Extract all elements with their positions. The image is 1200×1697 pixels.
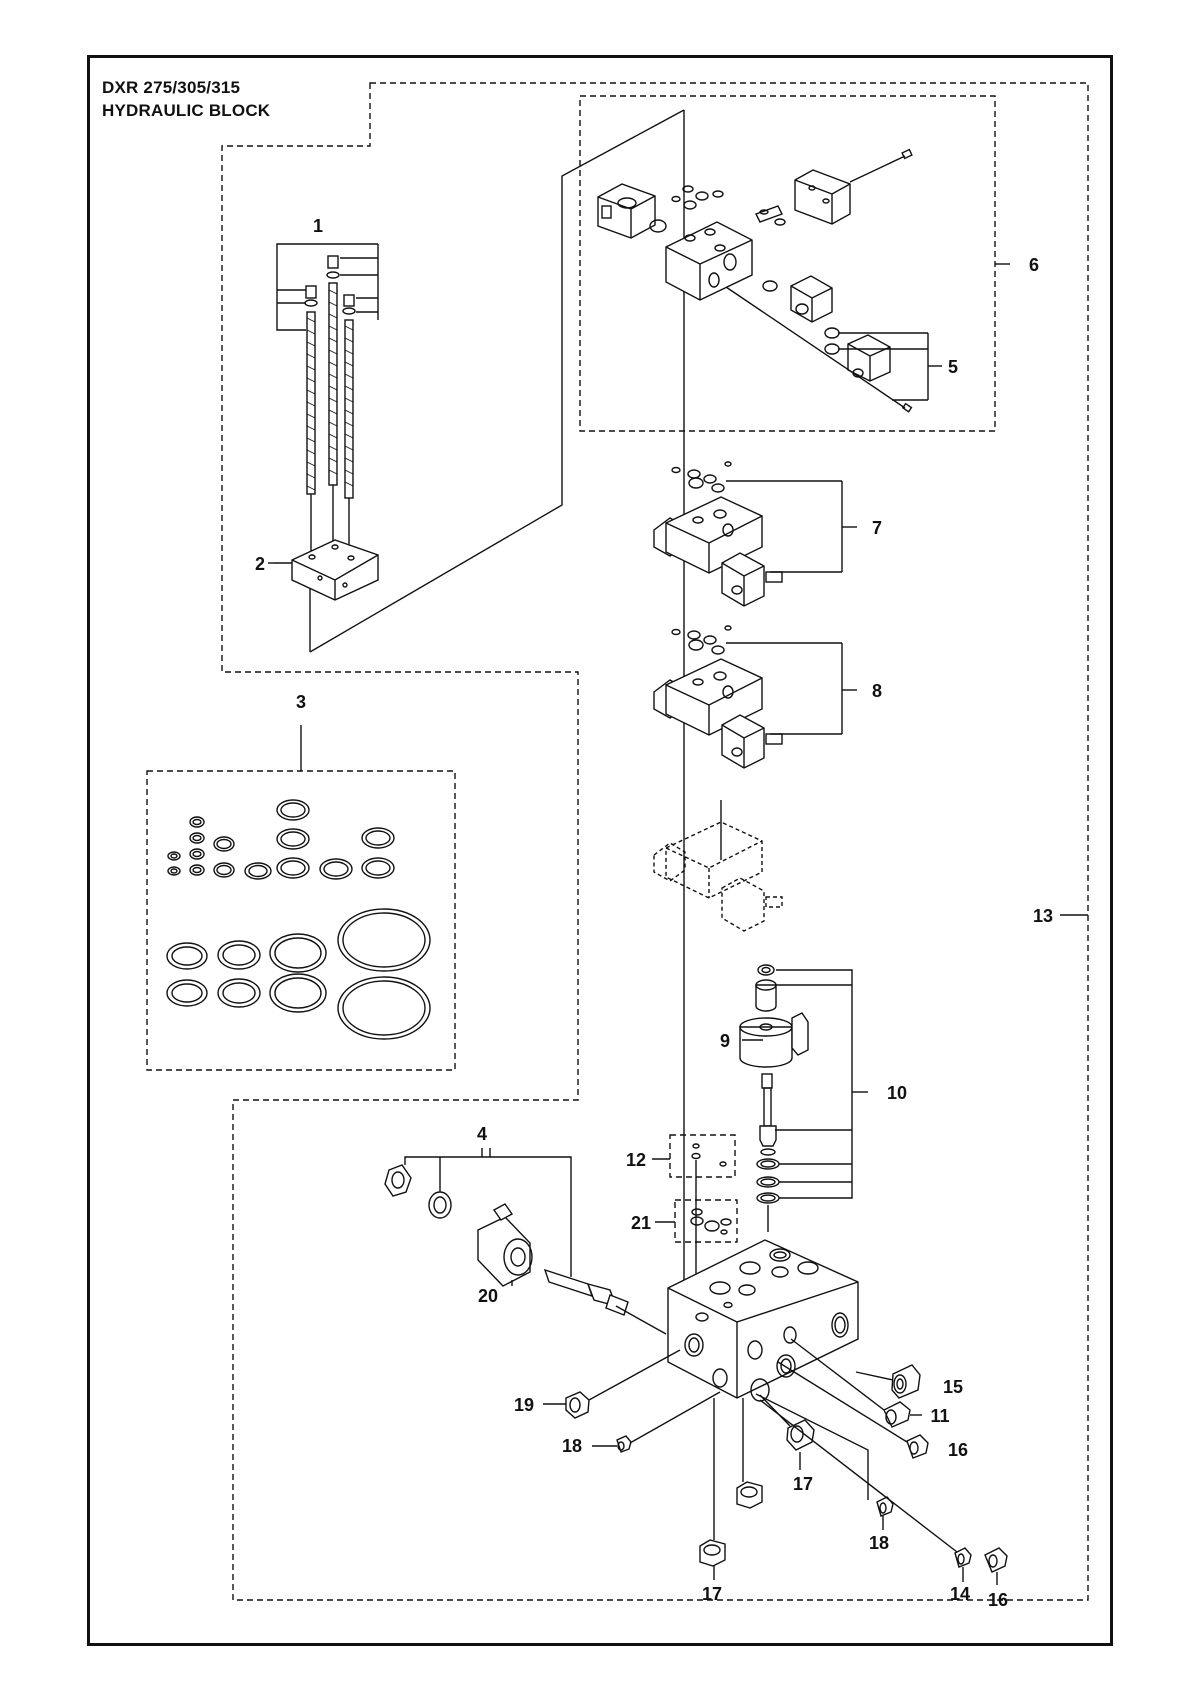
callout-18-left: 18	[562, 1436, 582, 1456]
callout-1: 1	[313, 216, 323, 236]
solenoid-assembly-4	[384, 1148, 667, 1335]
callout-labels: 1 2 3 4 5 6 7 8 9 10 11 12 13 14 15 16 1…	[255, 216, 1053, 1610]
part-12-boundary	[669, 1134, 736, 1178]
plug-set-12	[652, 1143, 727, 1167]
fitting-14	[759, 1399, 972, 1582]
callout-4: 4	[477, 1124, 487, 1144]
callout-6: 6	[1029, 255, 1039, 275]
plug-19	[543, 1349, 681, 1419]
plug-16-lower	[984, 1547, 1008, 1585]
plug-17-bottom	[699, 1398, 763, 1580]
callout-16-upper: 16	[948, 1440, 968, 1460]
callout-10: 10	[887, 1083, 907, 1103]
drawing-frame	[87, 55, 1113, 1646]
tie-rod-set	[276, 243, 379, 555]
callout-17-bottom: 17	[702, 1584, 722, 1604]
callout-16-lower: 16	[988, 1590, 1008, 1610]
callout-2: 2	[255, 554, 265, 574]
callout-21: 21	[631, 1213, 651, 1233]
callout-8: 8	[872, 681, 882, 701]
seal-kit-orings	[166, 725, 431, 1040]
callout-17-right: 17	[793, 1474, 813, 1494]
callout-5: 5	[948, 357, 958, 377]
plug-15	[855, 1364, 921, 1399]
tie-rod-section-outline	[309, 109, 685, 1295]
callout-18-right: 18	[869, 1533, 889, 1553]
valve-section-6	[597, 148, 1010, 413]
callout-9: 9	[720, 1031, 730, 1051]
callout-15: 15	[943, 1377, 963, 1397]
screw-18-left	[592, 1391, 721, 1453]
callout-11: 11	[930, 1406, 949, 1426]
seal-set-21	[655, 1208, 732, 1235]
assembly-13-boundary	[221, 82, 1089, 1601]
solenoid-cartridge-set	[739, 964, 868, 1232]
fitting-11	[790, 1338, 922, 1428]
manifold-block	[667, 1239, 859, 1402]
end-plate	[274, 539, 379, 601]
callout-3: 3	[296, 692, 306, 712]
valve-section-7	[653, 461, 857, 607]
plug-16-upper	[777, 1361, 929, 1459]
screw-18-right	[755, 1393, 894, 1530]
callout-14: 14	[950, 1584, 970, 1604]
part-21-boundary	[674, 1199, 738, 1243]
valve-section-8	[653, 625, 857, 769]
valve-6-boundary	[579, 95, 996, 432]
callout-19: 19	[514, 1395, 534, 1415]
callout-20: 20	[478, 1286, 498, 1306]
drawing-title-assembly: HYDRAULIC BLOCK	[102, 101, 271, 120]
callout-13: 13	[1033, 906, 1053, 926]
optional-valve-section	[653, 821, 783, 932]
callout-12: 12	[626, 1150, 646, 1170]
plug-17-right	[759, 1394, 815, 1470]
drawing-title-model: DXR 275/305/315	[102, 78, 241, 97]
callout-7: 7	[872, 518, 882, 538]
